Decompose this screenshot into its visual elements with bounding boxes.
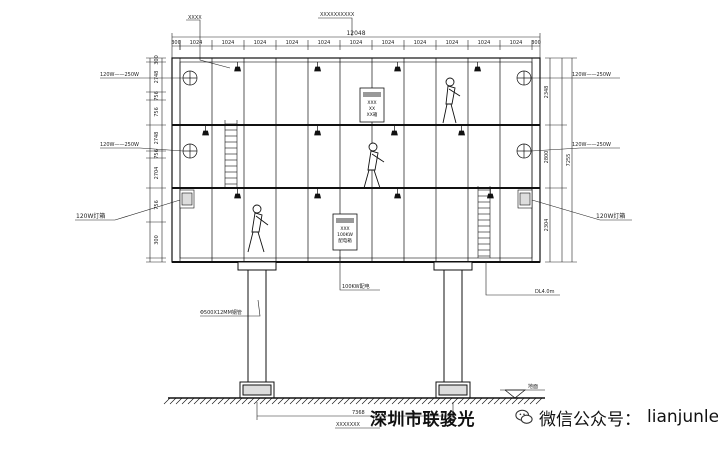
edge-offset-label: 300 xyxy=(531,40,541,46)
right-dim-2: 2800 xyxy=(544,151,550,164)
bay-width-label: 1024 xyxy=(318,40,331,46)
ladder-upper-left xyxy=(224,120,238,188)
bay-width-label: 1024 xyxy=(254,40,267,46)
floodlight-icon xyxy=(314,189,322,199)
left-dimension-label: 2748 xyxy=(154,71,160,84)
top-callouts xyxy=(186,17,353,69)
watermark-account: lianjunled xyxy=(647,407,718,427)
left-dimension-label: 300 xyxy=(154,235,160,245)
column-size-callout: Φ500X12MM钢管 xyxy=(200,309,242,316)
bay-width-label: 1024 xyxy=(478,40,491,46)
svg-text:XXX: XXX xyxy=(367,100,376,106)
svg-text:XXX: XXX xyxy=(340,226,349,232)
right-dimension-column xyxy=(545,57,577,263)
overall-width-label: 12048 xyxy=(346,30,365,37)
svg-text:XX箱: XX箱 xyxy=(367,111,378,118)
left-dimension-label: 756 xyxy=(154,149,160,159)
worker-figure-top xyxy=(442,77,461,124)
edge-offset-label: 300 xyxy=(171,40,181,46)
right-dim-3: 2304 xyxy=(544,219,550,232)
bay-width-label: 1024 xyxy=(414,40,427,46)
floodlight-icon xyxy=(202,126,210,136)
floodlight-icon xyxy=(458,126,466,136)
floodlight-icon xyxy=(314,126,322,136)
floodlight-icon xyxy=(486,189,494,199)
bay-width-label: 1024 xyxy=(190,40,203,46)
left-dimension-column xyxy=(146,57,166,263)
left-dimension-label: 2748 xyxy=(154,132,160,145)
right-total-dim: 7255 xyxy=(566,154,572,167)
left-support-column xyxy=(237,261,277,399)
floodlight-icon xyxy=(234,62,242,72)
watermark-company: 深圳市联骏光 xyxy=(370,409,475,430)
top-left-callout: XXXX xyxy=(188,15,202,21)
bottom-center-callout: 100KW配电 xyxy=(342,283,370,290)
bay-width-label: 1024 xyxy=(222,40,235,46)
bay-width-labels: 300 300 1024 1024 1024 1024 1024 1024 1024 1024 10… xyxy=(171,40,541,46)
left-dimension-label: 300 xyxy=(154,55,160,65)
side-callout-leaders xyxy=(75,77,632,221)
floodlight-icon xyxy=(394,189,402,199)
bay-width-label: 1024 xyxy=(350,40,363,46)
side-lightboxes xyxy=(179,189,533,209)
wechat-icon xyxy=(515,409,533,424)
right-callout-2: 120W——250W xyxy=(572,142,611,148)
base-note: XXXXXXX xyxy=(336,422,361,428)
bay-width-label: 1024 xyxy=(286,40,299,46)
right-callout-3: 120W灯箱 xyxy=(596,212,625,220)
bay-width-label: 1024 xyxy=(382,40,395,46)
right-support-column xyxy=(433,261,473,399)
ground-line xyxy=(163,389,545,405)
wechat-watermark: 深圳市联骏光 微信公众号： lianjunled xyxy=(370,404,718,430)
bay-width-label: 1024 xyxy=(446,40,459,46)
top-dimension-chain xyxy=(171,33,541,58)
left-dimension-label: 756 xyxy=(154,91,160,101)
bottom-right-callout: DL4.0m xyxy=(535,289,555,295)
ladder-lower-right xyxy=(477,186,491,258)
floodlight-icon xyxy=(394,62,402,72)
left-dimension-label: 2704 xyxy=(154,167,160,180)
svg-text:XX: XX xyxy=(369,106,375,112)
bottom-callout-leaders xyxy=(200,256,560,317)
left-callout-3: 120W灯箱 xyxy=(76,212,105,220)
left-callout-1: 120W——250W xyxy=(100,72,139,78)
right-callout-1: 120W——250W xyxy=(572,72,611,78)
worker-figure-middle xyxy=(363,142,385,189)
svg-text:配电箱: 配电箱 xyxy=(338,237,352,244)
base-width-label: 7368 xyxy=(352,410,365,416)
left-dimension-labels: 300 2748 756 756 2748 756 2704 756 300 xyxy=(154,55,160,245)
left-callout-2: 120W——250W xyxy=(100,142,139,148)
distribution-box: XXX 100KW 配电箱 xyxy=(332,213,358,251)
floodlight-icon xyxy=(314,62,322,72)
floodlight-icon xyxy=(234,189,242,199)
control-box: XXX XX XX箱 xyxy=(359,87,385,123)
left-dimension-label: 756 xyxy=(154,200,160,210)
floodlight-row xyxy=(202,62,494,199)
corner-lights xyxy=(182,70,532,159)
right-dim-1: 2348 xyxy=(544,86,550,99)
ground-label: 地面 xyxy=(528,383,538,390)
base-dimension xyxy=(256,402,454,429)
bay-width-label: 1024 xyxy=(510,40,523,46)
floodlight-icon xyxy=(474,62,482,72)
watermark-label: 微信公众号： xyxy=(539,409,641,430)
left-dimension-label: 756 xyxy=(154,107,160,117)
top-center-callout: XXXXXXXXXX xyxy=(320,12,355,18)
svg-text:100KW: 100KW xyxy=(337,232,353,238)
floodlight-icon xyxy=(390,126,398,136)
worker-figure-bottom xyxy=(247,204,269,253)
